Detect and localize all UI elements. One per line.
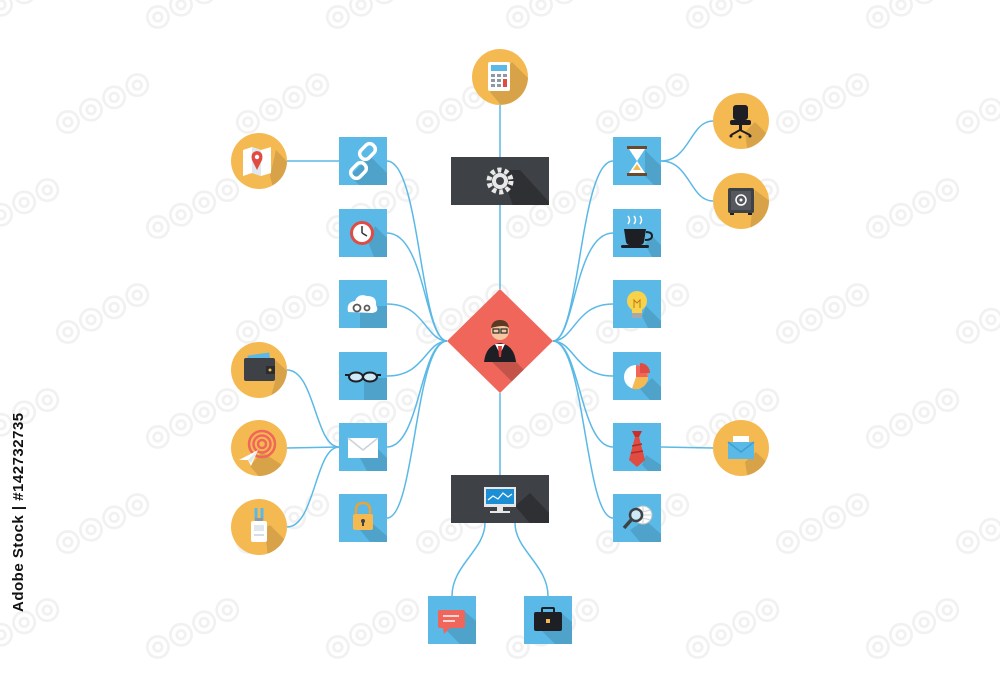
watermark-mark: ◎◎◎◎ — [678, 588, 786, 666]
envelope-icon — [347, 437, 379, 458]
circle-target[interactable] — [231, 420, 290, 480]
clock-icon — [350, 221, 374, 245]
watermark-mark: ◎◎◎◎ — [0, 588, 66, 666]
watermark-mark: ◎◎◎◎ — [138, 168, 246, 246]
watermark-mark: ◎◎◎◎ — [858, 378, 966, 456]
connector-left-3 — [386, 303, 448, 342]
connector-circle-wallet — [286, 369, 340, 448]
id-badge-icon — [251, 508, 267, 542]
watermark-mark: ◎◎◎◎ — [0, 378, 66, 456]
watermark-mark: ◎◎◎◎ — [948, 273, 1000, 351]
connector-circle-target — [286, 446, 340, 449]
watermark-mark: ◎◎◎◎ — [0, 0, 66, 36]
tile-coffee-cup[interactable] — [613, 209, 661, 257]
connector-circle-safe — [660, 160, 714, 202]
magnifier-globe-icon — [622, 505, 653, 530]
connector-left-6 — [386, 340, 448, 519]
gear-box[interactable] — [451, 157, 570, 225]
necktie-icon — [629, 431, 645, 467]
circle-safe[interactable] — [713, 173, 775, 230]
speech-bubble-icon — [438, 610, 465, 634]
calculator-icon — [488, 62, 510, 91]
tile-lightbulb[interactable] — [613, 280, 661, 328]
circle-wallet[interactable] — [231, 342, 295, 400]
lightbulb-icon — [627, 291, 647, 318]
link-icon — [348, 141, 378, 181]
watermark-mark: ◎◎◎◎ — [48, 63, 156, 141]
tile-padlock[interactable] — [339, 494, 387, 542]
monitor-chart-icon — [484, 487, 516, 513]
businessman-icon — [484, 320, 516, 362]
map-pin-icon — [243, 147, 271, 176]
watermark-mark: ◎◎◎◎ — [228, 63, 336, 141]
connectors — [286, 105, 714, 597]
tile-cloud-gears[interactable] — [339, 280, 387, 328]
watermark-mark: ◎◎◎◎ — [768, 63, 876, 141]
watermark-mark: ◎◎◎◎ — [138, 588, 246, 666]
watermark-mark: ◎◎◎◎ — [498, 0, 606, 36]
connector-right-6 — [552, 340, 614, 519]
watermark-mark: ◎◎◎◎ — [588, 63, 696, 141]
hourglass-icon — [627, 146, 647, 176]
gear-icon — [486, 167, 514, 195]
watermark-mark: ◎◎◎◎ — [768, 483, 876, 561]
connector-right-4 — [552, 340, 614, 377]
pie-chart-icon — [624, 363, 650, 390]
connector-circle-chair — [660, 120, 714, 162]
watermark-mark: ◎◎◎◎ — [138, 0, 246, 36]
watermark-mark: ◎◎◎◎ — [48, 273, 156, 351]
watermark-mark: ◎◎◎◎ — [48, 483, 156, 561]
coffee-cup-icon — [621, 215, 654, 248]
watermark-mark: ◎◎◎◎ — [858, 588, 966, 666]
monitor-box[interactable] — [451, 475, 570, 535]
connector-right-3 — [552, 303, 614, 342]
watermark-mark: ◎◎◎◎ — [678, 0, 786, 36]
circle-map[interactable] — [231, 133, 295, 195]
briefcase-icon — [534, 607, 562, 631]
tile-pie-chart[interactable] — [613, 352, 661, 400]
tile-speech-bubble[interactable] — [428, 596, 476, 644]
circle-mail[interactable] — [713, 420, 775, 480]
watermark-mark: ◎◎◎◎ — [948, 483, 1000, 561]
connector-right-2 — [552, 232, 614, 342]
glasses-icon — [345, 371, 381, 383]
watermark-mark: ◎◎◎◎ — [318, 588, 426, 666]
connector-bottom-left — [451, 522, 486, 597]
watermark-mark: ◎◎◎◎ — [138, 378, 246, 456]
watermark-mark: ◎◎◎◎ — [768, 273, 876, 351]
watermark-mark: ◎◎◎◎ — [228, 273, 336, 351]
watermark-mark: ◎◎◎◎ — [498, 378, 606, 456]
tile-link[interactable] — [339, 137, 387, 185]
watermark-mark: ◎◎◎◎ — [318, 0, 426, 36]
connector-bottom-right — [514, 522, 549, 597]
connector-circle-mail — [660, 446, 714, 449]
wallet-icon — [244, 352, 275, 381]
tile-magnifier-globe[interactable] — [613, 494, 661, 542]
padlock-icon — [353, 501, 373, 530]
mail-icon — [727, 436, 755, 459]
target-plane-icon — [239, 429, 277, 466]
central-hub[interactable] — [447, 289, 560, 405]
tile-clock[interactable] — [339, 209, 387, 257]
circle-chair[interactable] — [713, 93, 775, 155]
safe-icon — [728, 188, 754, 215]
watermark-mark: ◎◎◎◎ — [858, 168, 966, 246]
watermark-mark: ◎◎◎◎ — [0, 168, 66, 246]
tile-briefcase[interactable] — [524, 596, 572, 644]
tile-glasses[interactable] — [339, 352, 387, 400]
tile-hourglass[interactable] — [613, 137, 661, 185]
tile-envelope[interactable] — [339, 423, 387, 471]
connector-circle-badge — [286, 446, 340, 528]
connector-left-2 — [386, 232, 448, 342]
tile-necktie[interactable] — [613, 423, 661, 471]
watermark-mark: ◎◎◎◎ — [948, 63, 1000, 141]
cloud-gears-icon — [347, 295, 378, 313]
watermark-mark: ◎◎◎◎ — [858, 0, 966, 36]
connector-left-4 — [386, 340, 448, 377]
office-chair-icon — [729, 105, 752, 139]
